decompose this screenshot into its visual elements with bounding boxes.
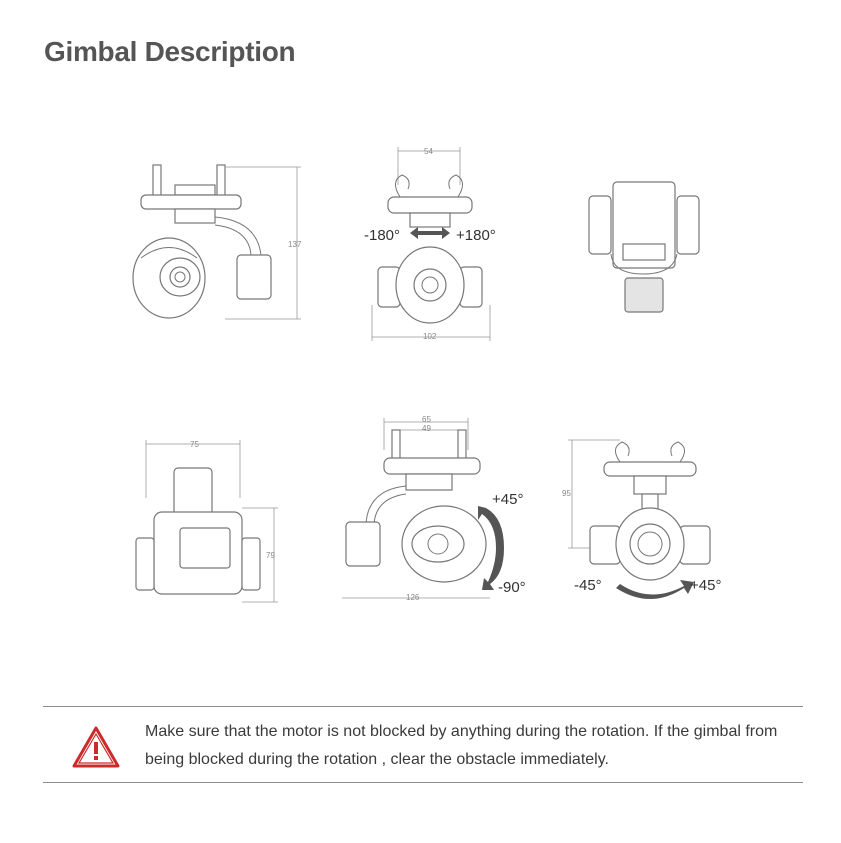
dim-side-height: 137 (288, 240, 302, 249)
dim-pitch-top-inner: 49 (422, 424, 431, 433)
dim-pitch-bottom-width: 126 (406, 593, 420, 602)
dim-bottom-width: 75 (190, 440, 199, 449)
warning-text: Make sure that the motor is not blocked … (145, 723, 778, 768)
warning-note: Make sure that the motor is not blocked … (43, 706, 803, 783)
dim-pitch-top-outer: 65 (422, 415, 431, 424)
angle-roll-right: +45° (690, 577, 721, 594)
angle-roll-left: -45° (574, 577, 602, 594)
dim-bottom-height: 79 (266, 551, 275, 560)
gimbal-pitch-view: 65 49 +45° -90° 126 (342, 415, 526, 602)
gimbal-rear-view (588, 181, 700, 313)
dim-front-top-width: 54 (424, 147, 433, 156)
gimbal-bottom-view: 75 79 (135, 440, 278, 603)
gimbal-front-yaw-view: 54 -180° +180° 102 (364, 147, 496, 341)
angle-yaw-right: +180° (456, 227, 496, 244)
page-title: Gimbal Description (44, 36, 296, 67)
angle-pitch-down: -90° (498, 579, 526, 596)
angle-yaw-left: -180° (364, 227, 400, 244)
pitch-arrow (478, 506, 504, 590)
gimbal-roll-view: 95 -45° +45° (562, 439, 721, 599)
dim-roll-height: 95 (562, 489, 571, 498)
warning-triangle-icon (72, 726, 120, 768)
roll-arrow (616, 580, 694, 599)
yaw-arrow (410, 227, 450, 239)
angle-pitch-up: +45° (492, 491, 523, 508)
gimbal-side-view: 137 (132, 164, 302, 320)
dim-front-bottom-width: 102 (423, 332, 437, 341)
